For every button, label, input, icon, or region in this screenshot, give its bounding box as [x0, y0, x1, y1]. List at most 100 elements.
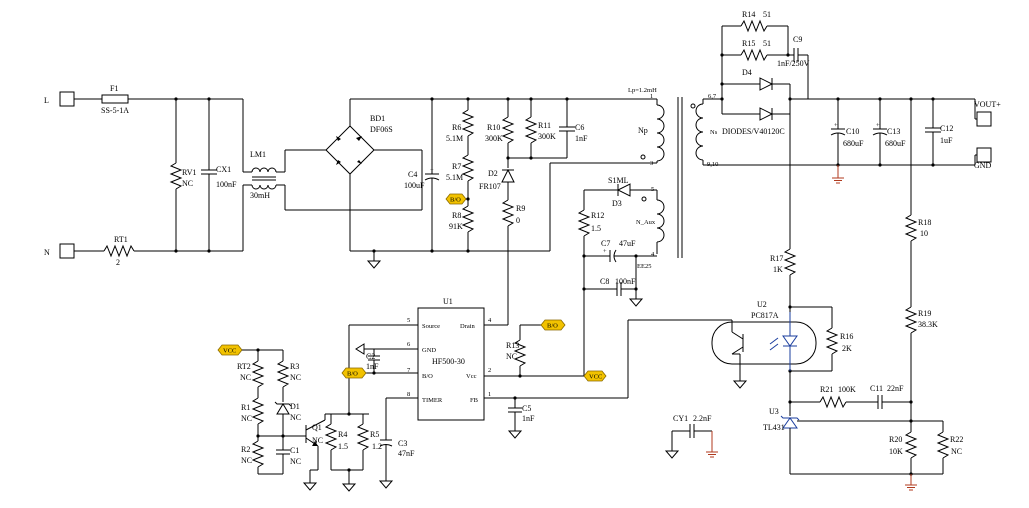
label-pin4: 4 — [651, 251, 655, 258]
label-u1: U1 — [443, 297, 453, 306]
opto-led-icon — [782, 335, 798, 347]
label-r4: R4 — [338, 430, 347, 439]
label-c10-val: 680uF — [843, 139, 864, 148]
transformer-ee25: Lp=1.2mH 1 3 Np 5 4 N_Aux EE25 6,7 9,10 … — [628, 87, 975, 270]
label-d1-val: NC — [290, 413, 301, 422]
u1-pin-num-4: 4 — [488, 317, 492, 324]
resistor-r8 — [461, 205, 475, 233]
label-lp: Lp=1.2mH — [628, 87, 657, 94]
label-r6: R6 — [452, 123, 461, 132]
label-rv1-val: NC — [182, 179, 193, 188]
u1-pin-num-7: 7 — [407, 367, 411, 374]
label-c2-val: 1nF — [366, 362, 379, 371]
label-r14-val: 51 — [763, 10, 771, 19]
label-d3: D3 — [612, 199, 622, 208]
choke-lm1 — [251, 167, 277, 173]
label-r22-val: NC — [951, 447, 962, 456]
label-r19-val: 38.3K — [918, 320, 938, 329]
label-c8-val: 100nF — [615, 277, 636, 286]
label-d4-val: DIODES/V40120C — [722, 127, 785, 136]
label-r2: R2 — [241, 445, 250, 454]
label-c8: C8 — [600, 277, 609, 286]
u1-pin-num-2: 2 — [488, 367, 491, 374]
label-l: L — [44, 96, 49, 105]
u1-pin-num-1: 1 — [488, 391, 491, 398]
resistor-r18 — [904, 214, 918, 242]
diode-d4-a — [759, 77, 774, 91]
label-c12-val: 1uF — [940, 136, 953, 145]
controller-section: U1 HF500-30 Source Drain GND B/O Vcc TIM… — [217, 297, 584, 492]
label-c12: C12 — [940, 124, 953, 133]
label-r18: R18 — [918, 218, 931, 227]
resistor-r14 — [740, 19, 768, 33]
label-bd1: BD1 — [370, 114, 385, 123]
resistor-r20 — [904, 431, 918, 459]
label-u1-val: HF500-30 — [432, 357, 465, 366]
label-c13-val: 680uF — [885, 139, 906, 148]
label-c11: C11 — [870, 384, 883, 393]
aux-winding — [656, 199, 665, 243]
u1-pin-fb: FB — [470, 397, 479, 404]
label-r10: R10 — [487, 123, 500, 132]
label-rt2: RT2 — [237, 362, 251, 371]
label-d2-val: FR107 — [479, 182, 501, 191]
svg-text:+: + — [603, 248, 607, 255]
label-f1-val: SS-5-1A — [101, 106, 129, 115]
label-c2: C2 — [366, 352, 375, 361]
u1-pin-gnd: GND — [422, 347, 436, 354]
label-r22: R22 — [950, 435, 963, 444]
label-c3: C3 — [398, 439, 407, 448]
label-r13-val: NC — [506, 352, 517, 361]
label-c6: C6 — [575, 123, 584, 132]
label-c9-val: 1nF/250V — [777, 59, 810, 68]
label-s1ml: S1ML — [608, 176, 629, 185]
label-c4-val: 100uF — [404, 181, 425, 190]
label-ee25: EE25 — [637, 263, 651, 270]
net-flag-bo-3-label: B/O — [347, 371, 358, 378]
label-np: Np — [638, 126, 648, 135]
label-q1: Q1 — [312, 423, 322, 432]
label-r18-val: 10 — [920, 229, 928, 238]
snubber-divider-section: R6 5.1M R7 5.1M R8 91K B/O R10 300K R11 … — [445, 97, 657, 325]
label-rt1-val: 2 — [116, 258, 120, 267]
label-r15: R15 — [742, 39, 755, 48]
net-flag-vcc-1-label: VCC — [223, 348, 236, 355]
label-c1-val: NC — [290, 457, 301, 466]
label-c6-val: 1nF — [575, 134, 588, 143]
resistor-r1 — [251, 397, 265, 425]
label-u3-val: TL431 — [763, 423, 785, 432]
label-lm1-val: 30mH — [250, 191, 270, 200]
label-bd1-val: DF06S — [370, 125, 393, 134]
terminal-vout — [976, 111, 992, 127]
label-c11-val: 22nF — [887, 384, 904, 393]
terminal-gnd — [976, 147, 992, 163]
resistor-r12 — [577, 209, 591, 237]
resistor-r22 — [936, 431, 950, 459]
optocoupler-u2 — [711, 321, 817, 365]
label-rt1: RT1 — [114, 235, 128, 244]
label-cy1-val: 2.2nF — [693, 414, 712, 423]
input-section: L N F1 SS-5-1A RT1 2 RV1 NC CX1 100nF — [44, 84, 650, 269]
label-r8: R8 — [452, 211, 461, 220]
label-r16: R16 — [840, 332, 853, 341]
label-c7-val: 47uF — [619, 239, 636, 248]
svg-text:+: + — [834, 122, 838, 129]
label-r21-val: 100K — [838, 385, 856, 394]
label-r7: R7 — [452, 162, 461, 171]
u1-pin-source: Source — [422, 323, 440, 330]
svg-text:+: + — [430, 167, 434, 174]
label-u3: U3 — [769, 407, 779, 416]
label-gnd: GND — [974, 161, 992, 170]
label-pin1: 1 — [650, 93, 653, 100]
label-c7: C7 — [601, 239, 610, 248]
resistor-r16 — [825, 327, 839, 355]
label-cy1: CY1 — [673, 414, 688, 423]
label-r5-val: 1.2 — [372, 442, 382, 451]
label-r5: R5 — [370, 430, 379, 439]
label-r20-val: 10K — [889, 447, 903, 456]
label-r14: R14 — [742, 10, 755, 19]
svg-text:+: + — [876, 122, 880, 129]
u1-pin-num-5: 5 — [407, 317, 410, 324]
output-section: R14 51 R15 51 C9 1nF/250V D4 DIODES/V401… — [484, 10, 1001, 491]
